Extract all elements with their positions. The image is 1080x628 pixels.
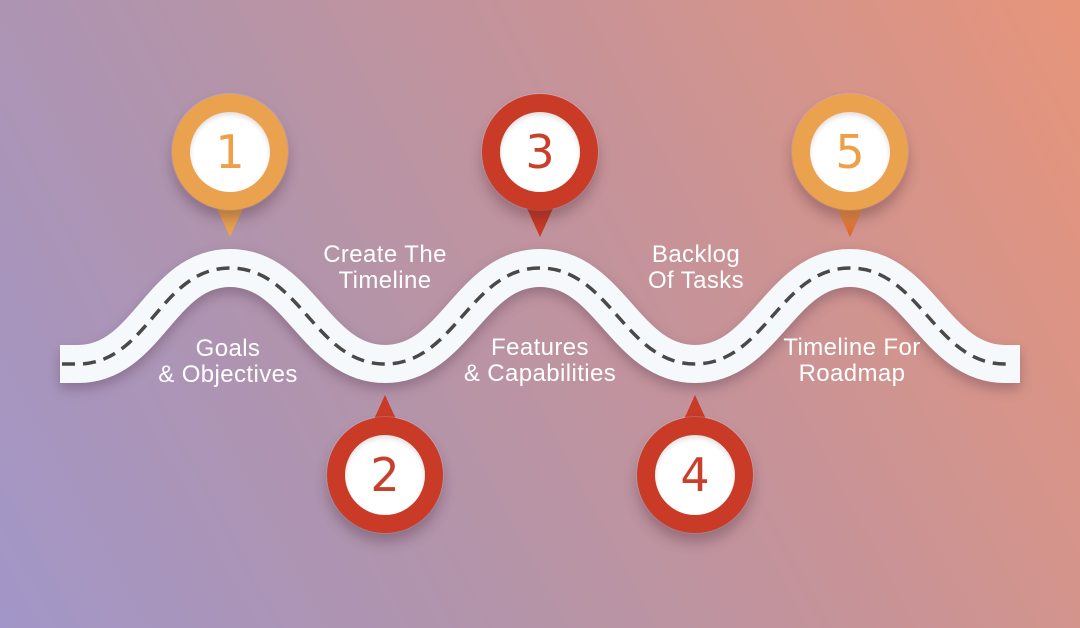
milestone-label-line: Goals (195, 335, 261, 362)
road-center-dash-line (62, 266, 1012, 366)
milestone-pin-4: 4 (637, 395, 753, 533)
milestone-label-line: Timeline For (783, 334, 921, 361)
milestone-label-line: & Capabilities (463, 360, 617, 387)
milestone-label-line: Roadmap (798, 360, 906, 387)
pin-ring: 2 (327, 417, 443, 533)
milestone-pin-5: 5 (792, 94, 908, 237)
pin-ring: 4 (637, 417, 753, 533)
milestone-number-2: 2 (370, 448, 400, 502)
pin-inner-circle: 2 (345, 435, 425, 515)
milestone-label-5: Timeline For Roadmap (722, 335, 982, 387)
milestone-label-line: Create The (323, 241, 447, 268)
milestone-label-4: Backlog Of Tasks (566, 242, 826, 294)
milestone-pin-2: 2 (327, 395, 443, 533)
milestone-label-line: Timeline (338, 267, 432, 294)
pin-inner-circle: 3 (500, 112, 580, 192)
pin-ring: 3 (482, 94, 598, 210)
milestone-label-line: Of Tasks (647, 267, 745, 294)
milestone-number-4: 4 (680, 448, 710, 502)
milestone-number-5: 5 (835, 125, 865, 179)
pin-inner-circle: 4 (655, 435, 735, 515)
milestone-number-1: 1 (215, 125, 245, 179)
milestone-label-3: Features & Capabilities (410, 335, 670, 387)
pin-inner-circle: 5 (810, 112, 890, 192)
milestone-label-line: Features (491, 334, 589, 361)
pin-ring: 5 (792, 94, 908, 210)
milestone-label-2: Create The Timeline (255, 242, 515, 294)
milestone-pin-3: 3 (482, 94, 598, 237)
milestone-label-1: Goals & Objectives (98, 336, 358, 388)
milestone-label-line: Backlog (651, 241, 741, 268)
milestone-pin-1: 1 (172, 94, 288, 237)
pin-ring: 1 (172, 94, 288, 210)
pin-inner-circle: 1 (190, 112, 270, 192)
milestone-number-3: 3 (525, 125, 555, 179)
milestone-label-line: & Objectives (158, 361, 298, 388)
